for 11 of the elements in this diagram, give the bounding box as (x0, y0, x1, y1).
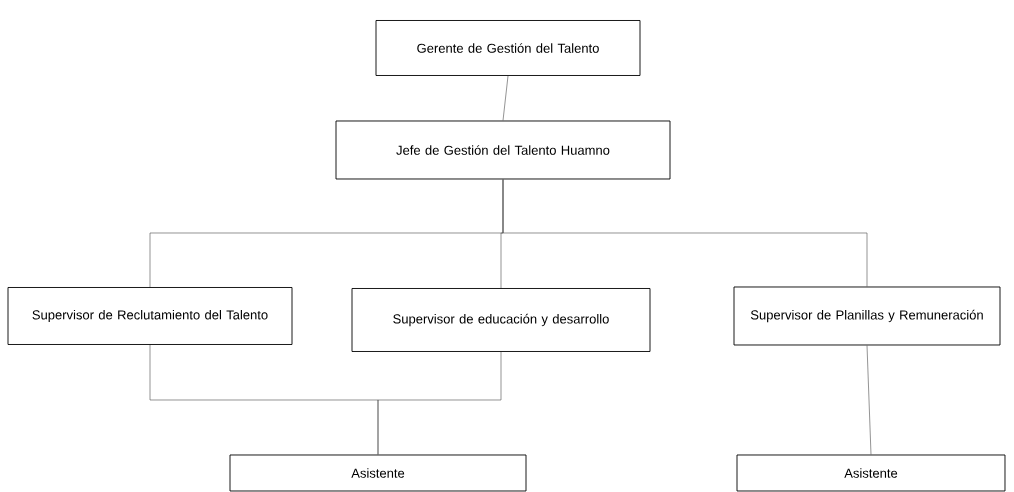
org-box: Gerente de Gestión del Talento (375, 20, 641, 76)
connector-line (866, 345, 872, 455)
org-box: Supervisor de educación y desarrollo (351, 288, 651, 352)
connector-line (377, 351, 502, 455)
org-box: Jefe de Gestión del Talento Huamno (335, 120, 671, 180)
org-box: Asistente (229, 454, 527, 492)
org-box: Supervisor de Reclutamiento del Talento (7, 287, 293, 345)
connector-line (502, 179, 868, 287)
connector-line (502, 75, 509, 121)
org-box: Supervisor de Planillas y Remuneración (733, 286, 1001, 346)
org-box: Asistente (736, 454, 1006, 492)
